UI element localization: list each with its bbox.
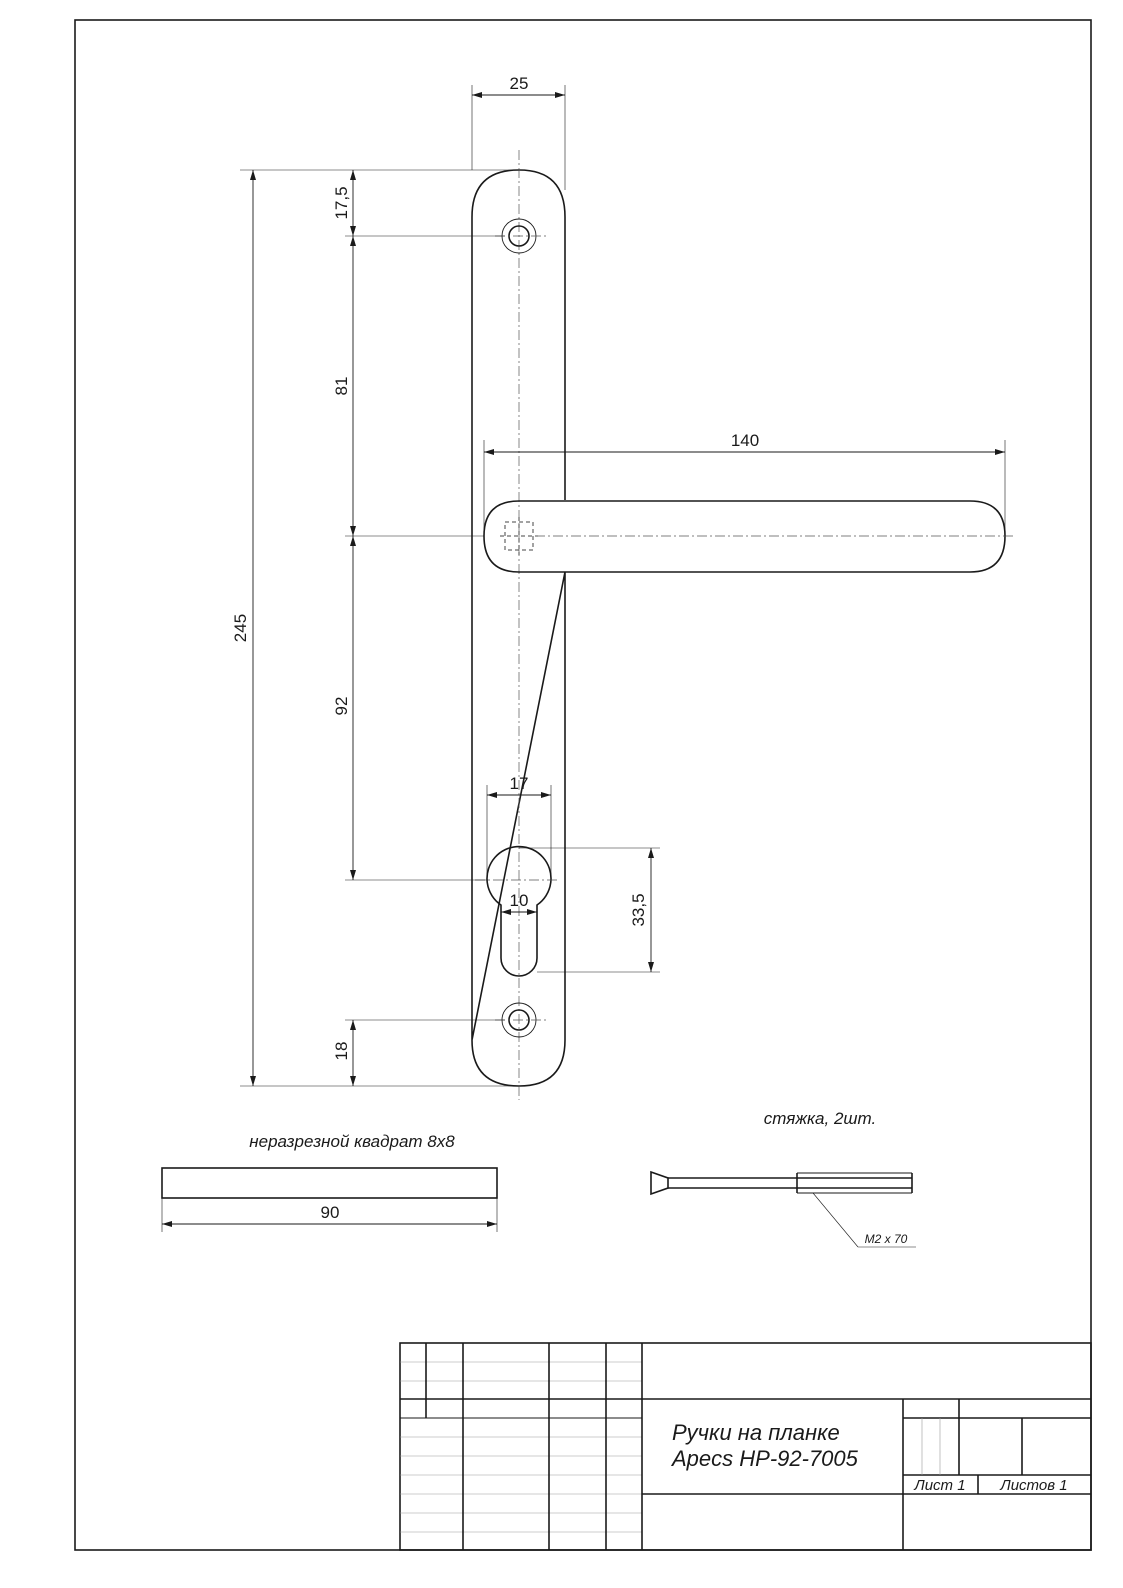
dim-cylinder-height: 33,5 [629, 893, 648, 926]
dim-cylinder-slot: 10 [510, 891, 529, 910]
dim-hole-to-spindle: 81 [332, 377, 351, 396]
screw-drawing [650, 1170, 916, 1248]
handle-plate [471, 150, 566, 1100]
title-line-1: Ручки на планке [672, 1420, 840, 1445]
dim-top-to-hole: 17,5 [332, 186, 351, 219]
dim-spindle-to-cylinder: 92 [332, 697, 351, 716]
dimension-lines [240, 85, 1006, 1087]
square-spindle [161, 1167, 498, 1232]
cylinder-cutout [475, 845, 560, 977]
square-caption: неразрезной квадрат 8х8 [249, 1132, 455, 1151]
dim-cylinder-width: 17 [510, 774, 529, 793]
title-line-2: Apecs HP-92-7005 [670, 1446, 859, 1471]
dim-bottom-to-hole: 18 [332, 1042, 351, 1061]
sheet-count: Листов 1 [999, 1477, 1067, 1494]
dim-plate-width: 25 [510, 74, 529, 93]
lever-handle [483, 500, 1015, 573]
screw-caption: стяжка, 2шт. [764, 1109, 876, 1128]
title-block [399, 1342, 1092, 1551]
dim-total-length: 245 [231, 614, 250, 642]
sheet-frame [74, 19, 1092, 1551]
dim-square-length: 90 [321, 1203, 340, 1222]
dim-lever-length: 140 [731, 431, 759, 450]
sheet-number: Лист 1 [913, 1477, 965, 1494]
screw-size-label: М2 х 70 [865, 1232, 908, 1246]
